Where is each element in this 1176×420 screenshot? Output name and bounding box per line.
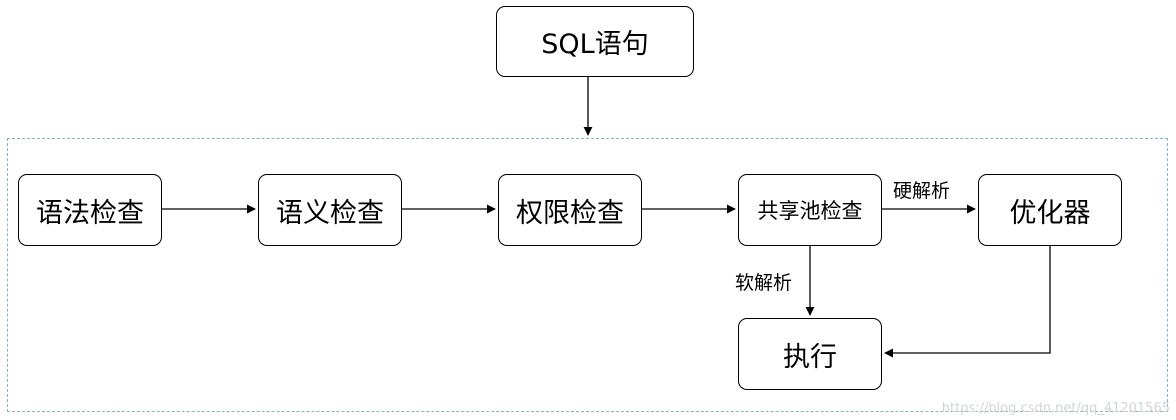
node-semantic-check-label: 语义检查	[276, 197, 384, 229]
watermark-text: https://blog.csdn.net/qq_41201565	[941, 401, 1170, 416]
node-syntax-check-label: 语法检查	[36, 197, 144, 229]
edge-label-hard-parse: 硬解析	[893, 180, 951, 202]
node-shared-pool-check: 共享池检查	[738, 174, 882, 246]
node-sql-statement-label: SQL语句	[541, 29, 649, 60]
node-semantic-check: 语义检查	[258, 174, 402, 246]
node-permission-check-label: 权限检查	[516, 197, 624, 229]
node-syntax-check: 语法检查	[18, 174, 162, 246]
node-optimizer: 优化器	[978, 174, 1122, 246]
node-sql-statement: SQL语句	[496, 6, 694, 77]
node-optimizer-label: 优化器	[1009, 197, 1091, 229]
edge-label-soft-parse: 软解析	[735, 272, 793, 294]
node-shared-pool-check-label: 共享池检查	[757, 199, 863, 223]
processing-group-boundary	[7, 138, 1168, 412]
edge-optimizer-to-execute	[884, 246, 1051, 358]
node-execute: 执行	[738, 318, 882, 390]
node-execute-label: 执行	[783, 341, 837, 373]
node-permission-check: 权限检查	[498, 174, 642, 246]
